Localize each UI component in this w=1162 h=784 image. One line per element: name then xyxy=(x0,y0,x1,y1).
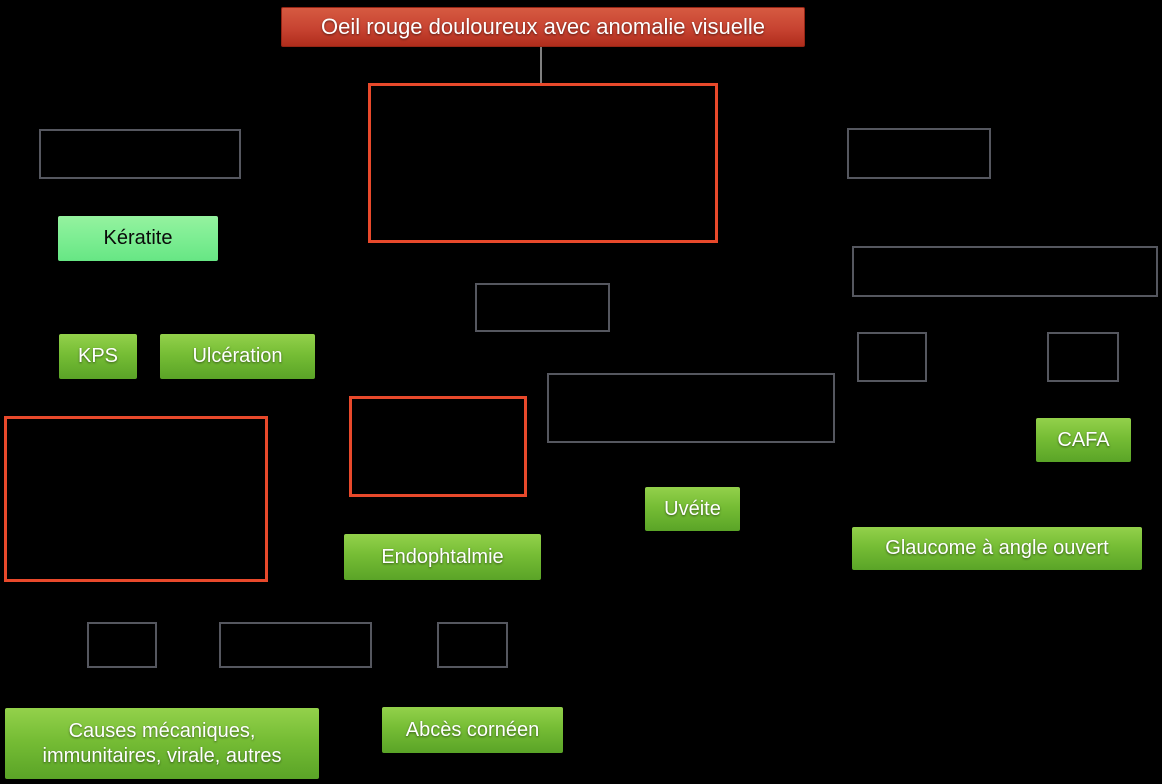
diagram-title: Oeil rouge douloureux avec anomalie visu… xyxy=(281,7,805,47)
occlusion-mask-right-small-1[interactable] xyxy=(857,332,927,382)
occlusion-mask-mid-small[interactable] xyxy=(475,283,610,332)
occlusion-mask-right-wide[interactable] xyxy=(852,246,1158,297)
occlusion-mask-bottom-3[interactable] xyxy=(437,622,508,668)
label-abces-corneen: Abcès cornéen xyxy=(382,707,563,753)
connector-line xyxy=(540,47,542,84)
label-glaucome-angle-ouvert: Glaucome à angle ouvert xyxy=(852,527,1142,570)
occlusion-mask-left-top[interactable] xyxy=(39,129,241,179)
occlusion-mask-mid-wide[interactable] xyxy=(547,373,835,443)
label-uveite: Uvéite xyxy=(645,487,740,531)
label-kps: KPS xyxy=(59,334,137,379)
occlusion-mask-main[interactable] xyxy=(368,83,718,243)
label-keratite: Kératite xyxy=(58,216,218,261)
occlusion-mask-right-small-2[interactable] xyxy=(1047,332,1119,382)
label-ulceration: Ulcération xyxy=(160,334,315,379)
label-causes-mecaniques: Causes mécaniques, immunitaires, virale,… xyxy=(5,708,319,779)
occlusion-mask-left-big[interactable] xyxy=(4,416,268,582)
occlusion-mask-right-top[interactable] xyxy=(847,128,991,179)
occlusion-mask-bottom-2[interactable] xyxy=(219,622,372,668)
occlusion-mask-bottom-1[interactable] xyxy=(87,622,157,668)
label-endophtalmie: Endophtalmie xyxy=(344,534,541,580)
occlusion-mask-mid[interactable] xyxy=(349,396,527,497)
label-cafa: CAFA xyxy=(1036,418,1131,462)
